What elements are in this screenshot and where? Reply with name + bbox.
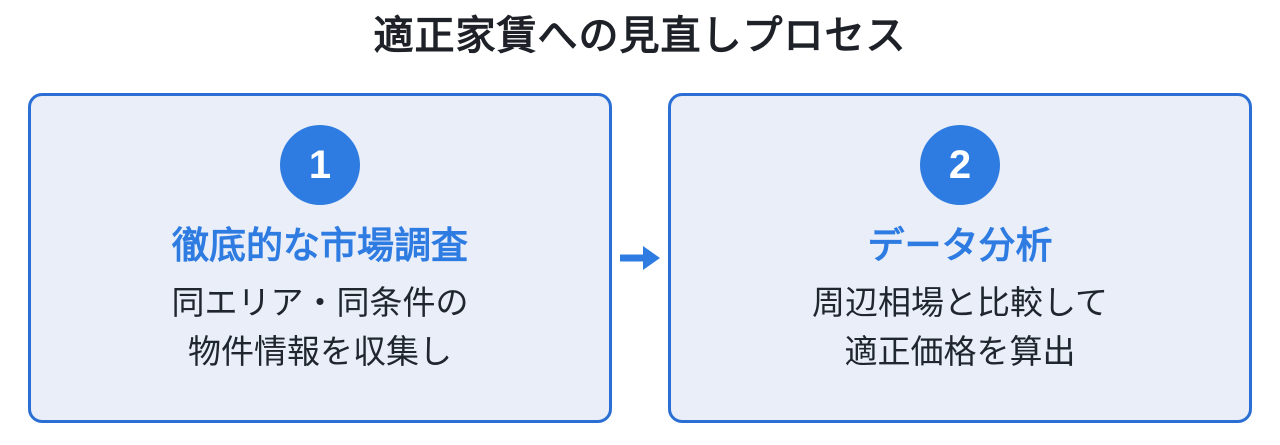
- page-title: 適正家賃への見直しプロセス: [373, 14, 907, 58]
- step-number-badge: 1: [280, 125, 360, 205]
- step-number-badge: 2: [920, 125, 1000, 205]
- step-description: 同エリア・同条件の 物件情報を収集し: [172, 278, 469, 377]
- step-card-2: 2 データ分析 周辺相場と比較して 適正価格を算出: [668, 93, 1252, 423]
- step-heading: 徹底的な市場調査: [172, 225, 468, 266]
- step-description-line: 適正価格を算出: [844, 333, 1076, 371]
- step-description: 周辺相場と比較して 適正価格を算出: [812, 278, 1108, 377]
- step-card-1: 1 徹底的な市場調査 同エリア・同条件の 物件情報を収集し: [28, 93, 612, 423]
- step-heading: データ分析: [867, 225, 1053, 266]
- step-description-line: 周辺相場と比較して: [811, 283, 1108, 321]
- step-connector: [612, 93, 668, 423]
- arrow-right-icon: [618, 243, 662, 273]
- step-description-line: 同エリア・同条件の: [171, 283, 469, 321]
- process-flow: 1 徹底的な市場調査 同エリア・同条件の 物件情報を収集し 2 データ分析 周辺…: [0, 93, 1280, 423]
- step-description-line: 物件情報を収集し: [188, 333, 452, 371]
